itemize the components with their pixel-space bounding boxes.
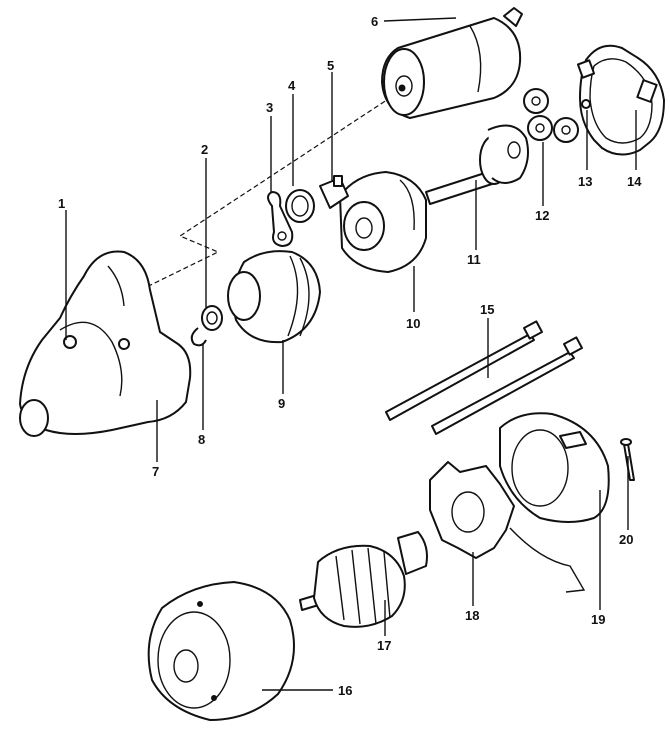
fork-pin	[267, 191, 294, 247]
callout-14: 14	[627, 174, 642, 189]
engagement-lever	[319, 175, 349, 209]
yoke-field-frame	[147, 581, 295, 721]
callout-5: 5	[327, 58, 334, 73]
callout-18: 18	[465, 608, 479, 623]
front-housing	[19, 250, 192, 437]
snap-ring	[190, 327, 207, 347]
callout-16: 16	[338, 683, 352, 698]
rear-end-cover	[499, 412, 610, 523]
callout-12: 12	[535, 208, 549, 223]
callout-10: 10	[406, 316, 420, 331]
planet-gears	[523, 88, 579, 143]
drive-housing	[339, 171, 427, 273]
callout-7: 7	[152, 464, 159, 479]
bushing	[285, 189, 315, 223]
thrust-washer	[201, 305, 223, 331]
callout-13: 13	[578, 174, 592, 189]
through-bolts	[385, 320, 583, 435]
callout-4: 4	[288, 78, 296, 93]
pinion-clutch	[227, 250, 321, 344]
planet-gear-cover	[576, 44, 665, 156]
callout-6: 6	[371, 14, 378, 29]
steel-ball	[581, 99, 591, 109]
assembly-dash-line	[119, 87, 406, 301]
callout-19: 19	[591, 612, 605, 627]
callout-1: 1	[58, 196, 65, 211]
callout-9: 9	[278, 396, 285, 411]
callout-11: 11	[467, 252, 481, 267]
callout-15: 15	[480, 302, 494, 317]
solenoid	[381, 7, 523, 119]
brush-holder	[429, 461, 586, 593]
planet-carrier-shaft	[425, 124, 529, 205]
callout-17: 17	[377, 638, 391, 653]
callout-2: 2	[201, 142, 208, 157]
callout-20: 20	[619, 532, 633, 547]
callout-3: 3	[266, 100, 273, 115]
callout-8: 8	[198, 432, 205, 447]
armature	[299, 531, 428, 628]
